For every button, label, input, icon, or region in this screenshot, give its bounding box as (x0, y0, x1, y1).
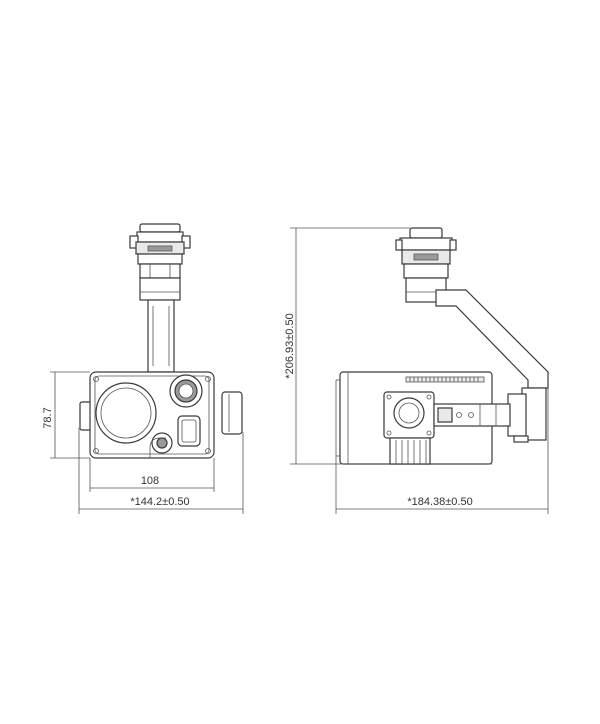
sensor-window (177, 415, 201, 447)
front-height-dimension: 78.7 (42, 371, 90, 459)
front-overall-width-dimension: *144.2±0.50 (78, 428, 244, 514)
side-top-mount (395, 227, 457, 303)
front-arm (147, 299, 175, 373)
front-camera-body (89, 371, 215, 459)
front-right-knob (221, 391, 243, 435)
front-inner-width-dimension: 108 (89, 458, 215, 492)
vent-strip (405, 376, 485, 383)
side-connector-bar (433, 403, 511, 427)
front-inner-width-label: 108 (141, 475, 159, 487)
side-depth-label: *184.38±0.50 (407, 496, 472, 508)
front-overall-width-label: *144.2±0.50 (130, 496, 189, 508)
wide-lens (95, 382, 157, 444)
side-motor-plate (383, 391, 435, 439)
side-height-dimension: *206.93±0.50 (284, 227, 410, 465)
side-depth-dimension: *184.38±0.50 (335, 388, 549, 514)
side-camera-body (335, 371, 511, 465)
heat-sink-fins (389, 437, 431, 465)
side-view: *206.93±0.50 *184.38±0.50 (284, 227, 549, 514)
side-height-label: *206.93±0.50 (284, 313, 296, 378)
front-height-label: 78.7 (42, 407, 54, 428)
side-bracket-arm (435, 289, 549, 443)
front-view: 78.7 108 *144.2±0.50 (42, 223, 244, 514)
front-top-mount (129, 223, 191, 301)
